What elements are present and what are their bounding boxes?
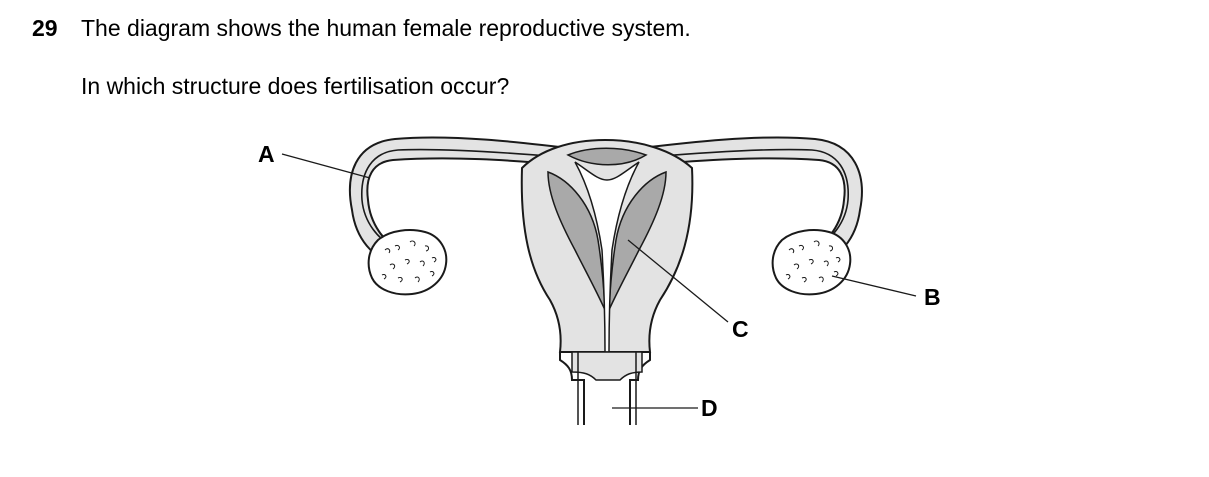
- leader-line-a: [281, 153, 371, 179]
- leader-line-b: [831, 275, 917, 297]
- ovary-left-follicles: [381, 240, 437, 283]
- label-b: B: [924, 284, 941, 310]
- label-c: C: [732, 316, 749, 342]
- uterine-cavity: [574, 161, 640, 353]
- question-prompt: In which structure does fertilisation oc…: [81, 73, 510, 99]
- oviduct-right-lumen: [649, 148, 849, 249]
- label-a: A: [258, 141, 275, 167]
- question-statement: The diagram shows the human female repro…: [81, 15, 691, 41]
- label-d: D: [701, 395, 718, 421]
- ovary-right: [771, 229, 852, 296]
- question-number: 29: [32, 15, 58, 41]
- cervix-left: [559, 352, 585, 425]
- cervix-body: [571, 351, 643, 381]
- leader-line-c: [627, 239, 729, 323]
- ovary-left: [367, 229, 448, 296]
- uterus-fundus-lining: [566, 147, 648, 166]
- oviduct-left-lumen: [361, 148, 561, 249]
- ovary-right-follicles: [785, 240, 841, 283]
